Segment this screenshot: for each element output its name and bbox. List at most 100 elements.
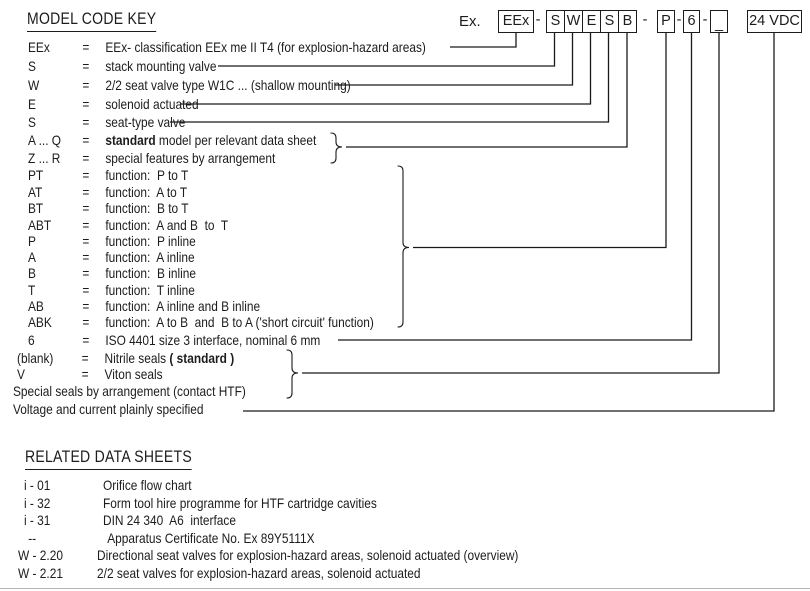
datasheet-row-i32: i - 32 Form tool hire programme for HTF c… [18,494,377,512]
dash-separator: - [676,12,682,28]
key-desc: function: B inline [105,265,196,281]
code-box-w: W [564,10,583,33]
key-desc: Special seals by arrangement (contact HT… [13,383,246,399]
example-label: Ex. [459,13,481,30]
code-box-p: P [657,10,675,33]
key-code: E [28,96,36,112]
key-row-b: B = function: B inline [28,264,196,282]
equals-sign: = [82,132,90,148]
code-box-b: B [618,10,637,33]
code-box-e: E [582,10,601,33]
key-code: S [28,114,36,130]
key-desc: function: A inline and B inline [105,298,261,314]
key-desc: special features by arrangement [105,150,276,166]
datasheet-row-w221: W - 2.21 2/2 seat valves for explosion-ha… [18,564,421,582]
key-row-bt: BT=function: B to T [28,199,188,217]
key-code: W [28,77,40,93]
code-box-6: 6 [683,10,700,33]
code-box-blank: _ [710,10,728,33]
key-code: EEx [28,39,50,55]
datasheet-code: W - 2.20 [18,547,63,563]
key-row-t: T = function: T inline [28,281,195,299]
datasheet-code: W - 2.21 [18,565,63,581]
datasheet-code: i - 01 [23,477,51,493]
equals-sign: = [82,167,90,183]
key-code: AB [28,298,44,314]
key-row-e: E=solenoid actuated [28,95,199,113]
key-code: B [28,265,36,281]
key-code: AT [28,184,43,200]
code-box-voltage: 24 VDC [747,10,802,33]
datasheet-desc: 2/2 seat valves for explosion-hazard are… [97,565,421,581]
key-row-at: AT=function: A to T [28,183,187,201]
equals-sign: = [82,150,90,166]
key-row-abk: ABK = function: A to B and B to A ('short … [28,313,374,331]
key-row-special-seals: Special seals by arrangement (contact HT… [13,382,246,400]
page-title: MODEL CODE KEY [27,11,157,32]
equals-sign: = [82,298,90,314]
key-code: P [28,233,36,249]
datasheet-row-i01: i - 01 Orifice flow chart [18,476,192,494]
key-desc: standard model per relevant data sheet [105,132,317,148]
key-code: (blank) [17,350,54,366]
datasheet-row-i31: i - 31 DIN 24 340 A6 interface [18,511,236,529]
brace-functions [397,165,410,328]
key-row-s-seat: S = seat-type valve [28,113,185,131]
key-row-ab: AB = function: A inline and B inline [28,297,260,315]
key-code: S [28,58,36,74]
datasheet-desc: Orifice flow chart [103,477,192,493]
key-row-voltage: Voltage and current plainly specified [13,400,204,418]
key-row-p: P=function: P inline [28,232,196,250]
key-row-6: 6 = ISO 4401 size 3 interface, nominal 6 m… [28,331,320,349]
dash-separator: - [535,12,541,28]
equals-sign: = [82,200,90,216]
key-code: 6 [28,332,35,348]
connector-6 [338,33,693,341]
datasheet-desc: Form tool hire programme for HTF cartrid… [103,495,377,511]
equals-sign: = [82,332,90,348]
key-row-abt: ABT=function: A and B to T [28,216,228,234]
datasheet-code: i - 32 [23,495,51,511]
key-desc: EEx- classification EEx me II T4 (for ex… [105,39,426,55]
key-row-zr: Z ... R=special features by arrangement [28,149,275,167]
datasheet-desc: Apparatus Certificate No. Ex 89Y5111X [107,530,315,546]
key-desc: seat-type valve [105,114,186,130]
key-desc: Voltage and current plainly specified [13,401,204,417]
code-box-s2: S [600,10,619,33]
brace-seals [286,349,299,399]
equals-sign: = [82,58,90,74]
key-code: PT [28,167,44,183]
key-desc: function: A to T [105,184,188,200]
equals-sign: = [82,114,90,130]
datasheet-code: -- [28,530,37,546]
key-desc: ISO 4401 size 3 interface, nominal 6 mm [105,332,321,348]
key-desc: function: P inline [105,233,196,249]
key-row-w: W=2/2 seat valve type W1C ... (shallow m… [28,76,351,94]
key-code: ABT [28,217,52,233]
equals-sign: = [82,265,90,281]
key-desc: function: T inline [105,282,195,298]
key-row-pt: PT=function: P to T [28,166,188,184]
key-code: ABK [28,314,52,330]
related-data-sheets-title: RELATED DATA SHEETS [25,449,192,470]
datasheet-desc: DIN 24 340 A6 interface [103,512,236,528]
equals-sign: = [82,314,90,330]
key-desc: function: A to B and B to A ('short circ… [105,314,374,330]
key-code: V [17,366,25,382]
equals-sign: = [82,96,90,112]
key-row-v: V=Viton seals [17,365,163,383]
key-desc: function: A inline [105,249,195,265]
equals-sign: = [81,366,89,382]
page-bottom-rule [0,588,810,589]
code-box-s1: S [546,10,565,33]
equals-sign: = [82,282,90,298]
key-code: T [28,282,36,298]
dash-separator: - [702,12,708,28]
key-desc: Nitrile seals ( standard ) [104,350,235,366]
code-box-eex: EEx [498,10,534,33]
datasheet-code: i - 31 [23,512,51,528]
key-code: BT [28,200,44,216]
key-code: A ... Q [28,132,62,148]
